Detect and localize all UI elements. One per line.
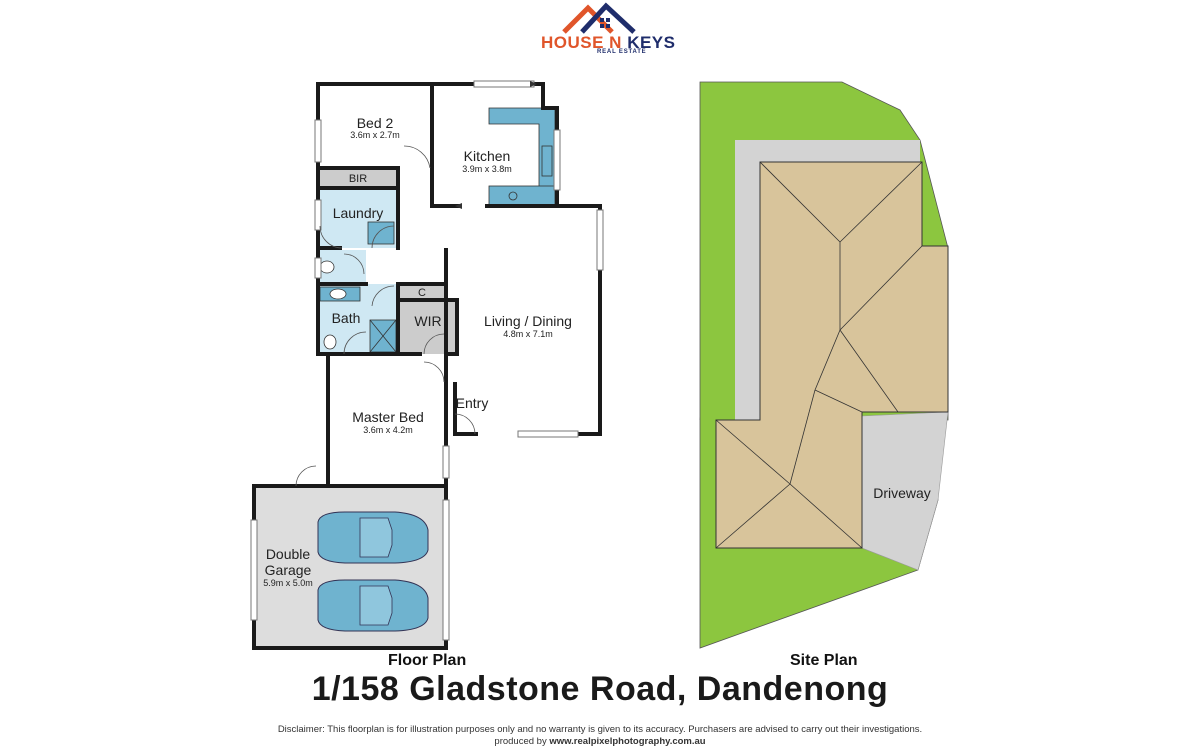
site-plan-caption: Site Plan — [790, 652, 858, 669]
room-size-living: 4.8m x 7.1m — [503, 329, 553, 339]
windows — [250, 80, 604, 641]
disclaimer-line2: produced by www.realpixelphotography.com… — [0, 736, 1200, 748]
site-plan: Driveway — [699, 81, 949, 649]
room-size-bed2: 3.6m x 2.7m — [350, 130, 400, 140]
logo-name-part2: KEYS — [627, 33, 676, 52]
sink-icon — [541, 145, 553, 177]
room-label-bath: Bath — [332, 310, 361, 326]
bir-floor — [318, 168, 398, 188]
disclaimer-produced-by: produced by — [494, 736, 550, 747]
arrow-icon — [530, 81, 537, 87]
room-label-kitchen: Kitchen — [464, 148, 511, 164]
laundry-tub-icon — [367, 221, 395, 245]
cooktop-icon — [508, 191, 518, 201]
room-label-cupboard: C — [418, 287, 426, 299]
room-label-wir: WIR — [414, 313, 441, 329]
car-icon — [317, 511, 429, 564]
disclaimer-website-link[interactable]: www.realpixelphotography.com.au — [549, 736, 706, 747]
floor-plan: Bed 2 3.6m x 2.7m Kitchen 3.9m x 3.8m BI… — [250, 80, 863, 650]
room-size-master-bed: 3.6m x 4.2m — [363, 425, 413, 435]
driveway-label: Driveway — [873, 485, 931, 501]
room-label-entry: Entry — [456, 395, 489, 411]
room-label-master-bed: Master Bed — [352, 409, 424, 425]
floor-plan-caption: Floor Plan — [388, 652, 467, 669]
logo-roof-icon — [562, 2, 636, 34]
logo-name-part1: HOUSE N — [541, 33, 628, 52]
door-swings — [295, 145, 863, 567]
room-label-living: Living / Dining — [484, 313, 572, 329]
room-size-kitchen: 3.9m x 3.8m — [462, 164, 512, 174]
logo-wordmark: HOUSE N KEYS — [541, 33, 675, 53]
room-label-laundry: Laundry — [333, 205, 384, 221]
room-size-garage: 5.9m x 5.0m — [263, 578, 313, 588]
roof-ridges — [715, 161, 923, 549]
room-label-garage-line1: Double — [266, 546, 311, 562]
logo-tagline: REAL ESTATE — [597, 49, 647, 55]
room-label-bed2: Bed 2 — [357, 115, 394, 131]
cupboard-floor — [400, 284, 446, 300]
toilet-icon — [319, 260, 335, 274]
arrow-icon — [455, 203, 462, 209]
room-label-bir: BIR — [349, 173, 367, 185]
site-paving — [735, 140, 920, 420]
car-icon — [317, 579, 429, 632]
kitchen-bench-lower — [488, 185, 556, 207]
basin-icon — [329, 288, 347, 300]
room-label-garage-line2: Garage — [265, 562, 312, 578]
disclaimer: Disclaimer: This floorplan is for illust… — [0, 724, 1200, 748]
bath-toilet-icon — [323, 334, 337, 350]
property-address: 1/158 Gladstone Road, Dandenong — [311, 670, 889, 708]
disclaimer-line1: Disclaimer: This floorplan is for illust… — [277, 724, 923, 735]
